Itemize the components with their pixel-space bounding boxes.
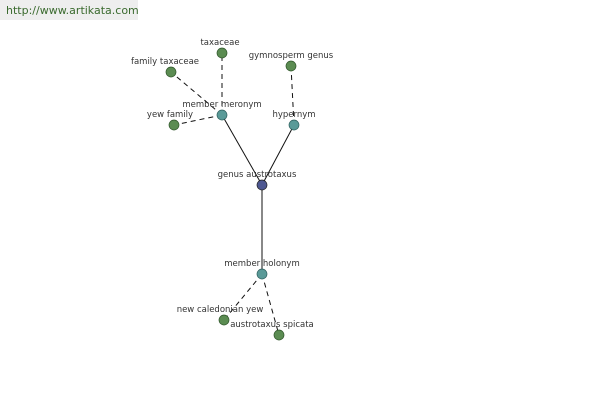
leaf-node-new-caledonian-yew[interactable] bbox=[218, 314, 230, 326]
leaf-label-new-caledonian-yew[interactable]: new caledonian yew bbox=[177, 305, 264, 315]
edge-hypernym-gymnosperm bbox=[290, 65, 295, 126]
edge-meronym-family-taxaceae bbox=[170, 71, 223, 116]
leaf-node-austrotaxus-spicata[interactable] bbox=[273, 329, 285, 341]
root-label[interactable]: genus austrotaxus bbox=[218, 170, 297, 180]
relation-node-hypernym[interactable] bbox=[288, 119, 300, 131]
relation-node-member-holonym[interactable] bbox=[256, 268, 268, 280]
root-node[interactable] bbox=[256, 179, 268, 191]
edge-meronym-yew-family bbox=[173, 114, 223, 126]
relation-label-member-meronym[interactable]: member meronym bbox=[182, 100, 261, 110]
leaf-label-family-taxaceae[interactable]: family taxaceae bbox=[131, 57, 199, 67]
edge-root-hypernym bbox=[261, 124, 295, 186]
leaf-node-taxaceae[interactable] bbox=[216, 47, 228, 59]
relation-label-hypernym[interactable]: hypernym bbox=[272, 110, 315, 120]
url-banner: http://www.artikata.com bbox=[0, 0, 139, 20]
edge-holonym-austrotaxus-spicata bbox=[261, 273, 280, 336]
relation-node-member-meronym[interactable] bbox=[216, 109, 228, 121]
edge-root-meronym bbox=[221, 114, 263, 186]
relation-label-member-holonym[interactable]: member holonym bbox=[224, 259, 299, 269]
leaf-label-austrotaxus-spicata[interactable]: austrotaxus spicata bbox=[230, 320, 314, 330]
leaf-node-gymnosperm-genus[interactable] bbox=[285, 60, 297, 72]
leaf-label-yew-family[interactable]: yew family bbox=[147, 110, 193, 120]
edge-holonym-new-caledonian-yew bbox=[223, 273, 263, 321]
leaf-label-taxaceae[interactable]: taxaceae bbox=[200, 38, 239, 48]
leaf-node-yew-family[interactable] bbox=[168, 119, 180, 131]
leaf-node-family-taxaceae[interactable] bbox=[165, 66, 177, 78]
leaf-label-gymnosperm-genus[interactable]: gymnosperm genus bbox=[249, 51, 334, 61]
site-url[interactable]: http://www.artikata.com bbox=[6, 4, 139, 17]
